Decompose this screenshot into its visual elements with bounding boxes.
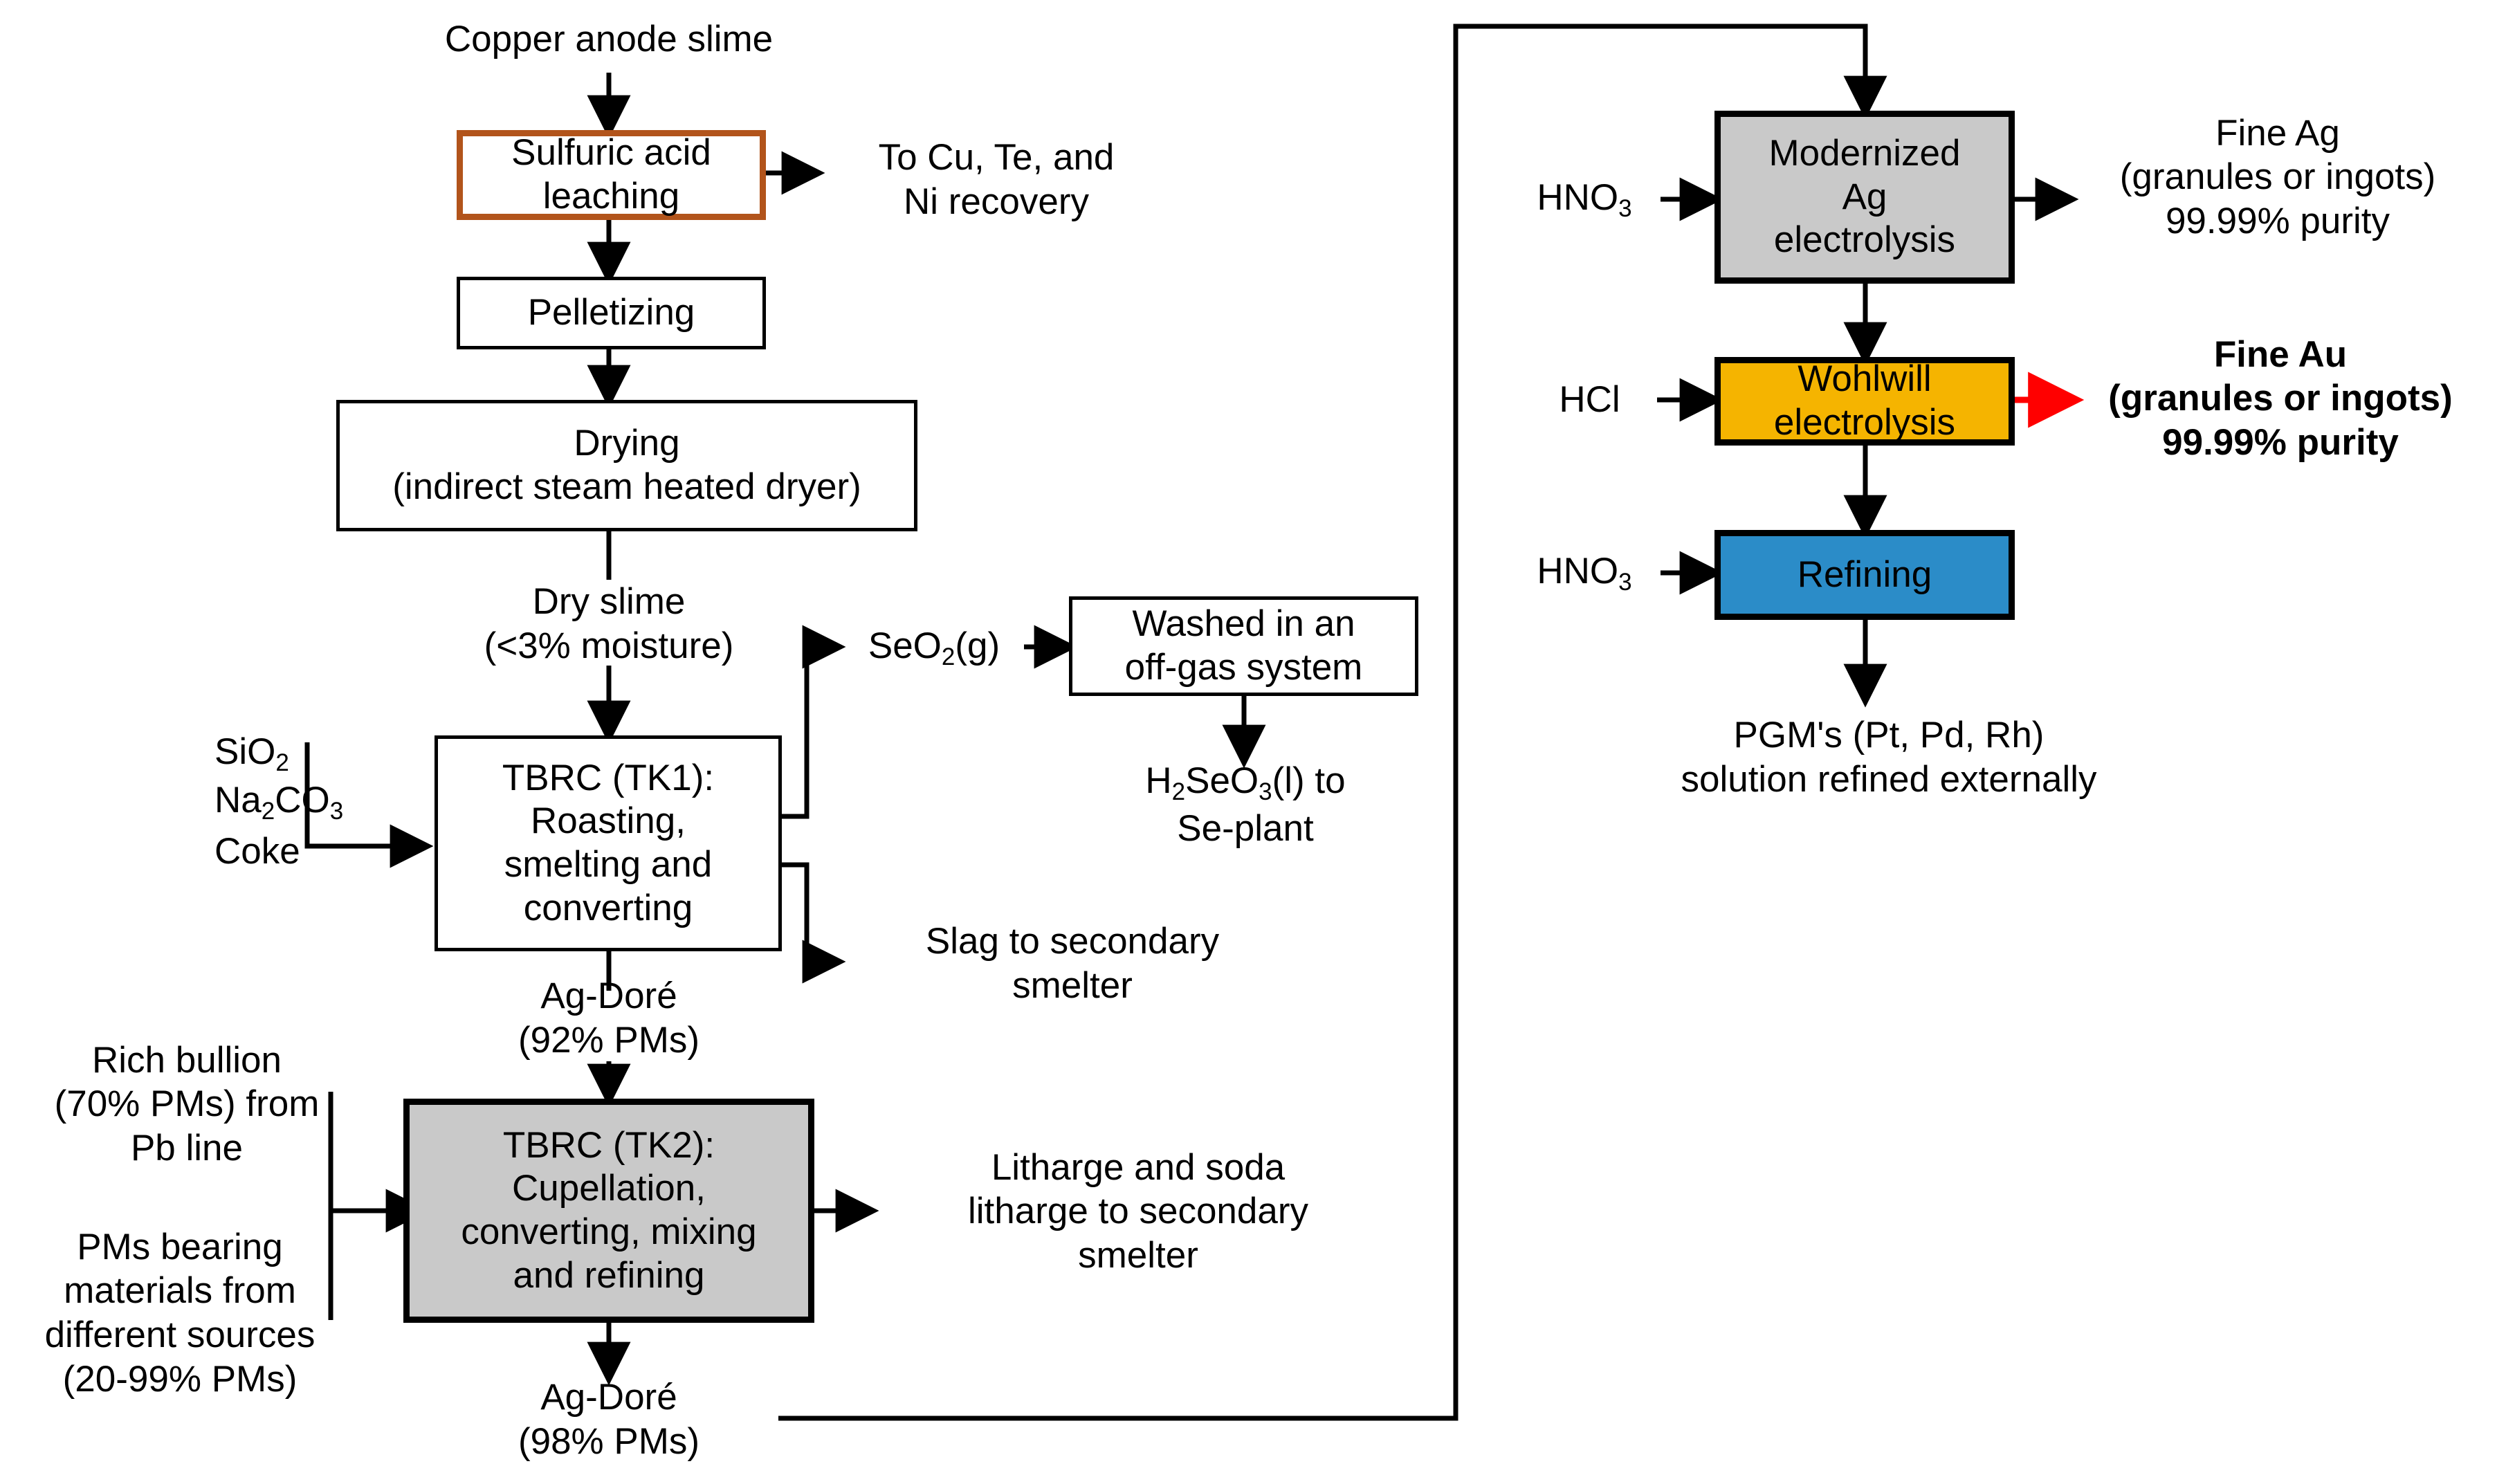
label-text: Fine Ag (granules or ingots) 99.99% puri… [2119,112,2436,241]
label-fine-ag: Fine Ag (granules or ingots) 99.99% puri… [2070,111,2485,244]
label-text: Na2CO3 [214,779,344,825]
label-pms-bearing-materials: PMs bearing materials from different sou… [28,1225,332,1402]
node-tbrc-tk1[interactable]: TBRC (TK1): Roasting, smelting and conve… [435,735,782,951]
label-text: Slag to secondary smelter [925,921,1220,1006]
node-drying[interactable]: Drying (indirect steam heated dryer) [336,400,917,531]
node-label: Sulfuric acid leaching [511,132,711,217]
label-text: Dry slime (<3% moisture) [484,581,734,666]
node-sulfuric-acid-leaching[interactable]: Sulfuric acid leaching [457,130,766,220]
label-ag-dore-98: Ag-Doré (98% PMs) [429,1375,789,1464]
node-label: Drying (indirect steam heated dryer) [392,423,861,507]
branch-tk1-upper-to-seo2 [782,625,846,819]
label-ag-dore-92: Ag-Doré (92% PMs) [429,974,789,1063]
label-text: To Cu, Te, and Ni recovery [878,137,1115,222]
node-washed-offgas-system[interactable]: Washed in an off-gas system [1069,596,1418,696]
label-feed-sio2: SiO2 [214,731,422,776]
arrow-fluxes-to-tk1 [304,742,434,868]
label-text: Ag-Doré (92% PMs) [518,975,700,1061]
label-to-cu-te-ni-recovery: To Cu, Te, and Ni recovery [816,135,1176,225]
node-pelletizing[interactable]: Pelletizing [457,277,766,349]
label-slag-to-secondary-smelter: Slag to secondary smelter [851,919,1294,1009]
label-hno3-refining: HNO3 [1508,550,1661,596]
node-tbrc-tk2[interactable]: TBRC (TK2): Cupellation, converting, mix… [403,1099,814,1323]
node-refining[interactable]: Refining [1714,530,2015,620]
label-text: Litharge and soda litharge to secondary … [967,1146,1308,1276]
recycle-line-to-ag-electrolysis [778,24,1887,1421]
node-wohlwill-electrolysis[interactable]: Wohlwill electrolysis [1714,357,2015,446]
label-feed-coke: Coke [214,830,422,873]
label-rich-bullion: Rich bullion (70% PMs) from Pb line [42,1038,332,1171]
branch-tk1-lower-to-slag [782,862,846,984]
label-text: PGM's (Pt, Pd, Rh) solution refined exte… [1681,715,2097,800]
label-text: PMs bearing materials from different sou… [44,1226,315,1400]
node-label: Wohlwill electrolysis [1773,358,1956,443]
label-text: HCl [1559,379,1620,421]
node-label: Modernized Ag electrolysis [1768,133,1961,261]
label-litharge-soda: Litharge and soda litharge to secondary … [868,1145,1408,1278]
label-feed-na2co3: Na2CO3 [214,779,436,825]
node-label: Refining [1797,553,1932,595]
label-dry-slime: Dry slime (<3% moisture) [429,580,789,668]
label-hcl-wohlwill: HCl [1522,378,1657,422]
label-text: SeO2(g) [868,625,1000,670]
label-text: HNO3 [1537,176,1632,222]
node-label: TBRC (TK2): Cupellation, converting, mix… [461,1124,757,1296]
label-hno3-ag-electrolysis: HNO3 [1508,176,1661,222]
label-copper-anode-slime: Copper anode slime [387,17,830,62]
label-text: SiO2 [214,731,289,776]
label-text: Rich bullion (70% PMs) from Pb line [54,1039,320,1169]
label-text: Fine Au (granules or ingots) 99.99% puri… [2108,333,2453,463]
node-label: Pelletizing [527,292,695,333]
label-text: Coke [214,831,300,872]
label-text: Copper anode slime [444,19,774,60]
node-label: TBRC (TK1): Roasting, smelting and conve… [502,757,715,928]
label-seo2-gas: SeO2(g) [841,625,1027,670]
node-label: Washed in an off-gas system [1124,603,1363,688]
label-pgms: PGM's (Pt, Pd, Rh) solution refined exte… [1626,713,2152,803]
label-text: HNO3 [1537,550,1632,596]
label-fine-au: Fine Au (granules or ingots) 99.99% puri… [2073,332,2488,465]
node-modernized-ag-electrolysis[interactable]: Modernized Ag electrolysis [1714,111,2015,284]
label-text: Ag-Doré (98% PMs) [518,1377,700,1462]
